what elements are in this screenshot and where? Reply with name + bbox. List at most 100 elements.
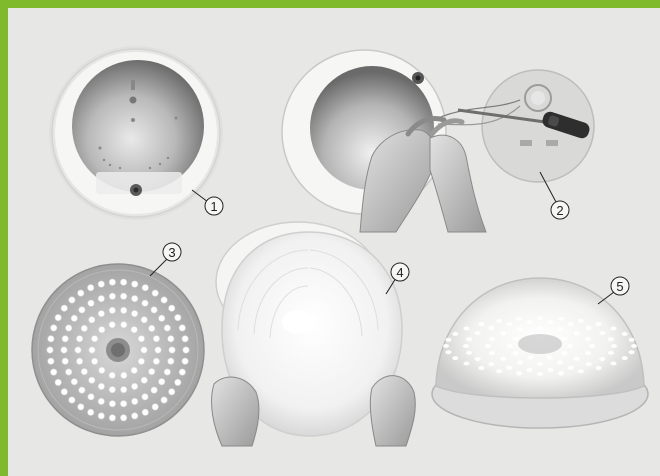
led-dot (75, 347, 81, 353)
lamp-led-dot (622, 332, 628, 336)
led-dot (152, 404, 158, 410)
lamp-led-dot (489, 362, 495, 366)
led-dot (161, 297, 167, 303)
lamp-led-dot (586, 362, 592, 366)
led-dot (48, 358, 54, 364)
led-dot (98, 295, 104, 301)
lamp-led-dot (475, 331, 481, 335)
led-dot (89, 347, 95, 353)
led-dot (79, 387, 85, 393)
lamp-led-dot (599, 357, 605, 361)
led-dot (61, 347, 67, 353)
led-dot (91, 358, 97, 364)
step-2-wiring (282, 50, 594, 232)
lamp-led-dot (622, 356, 628, 360)
led-dot (169, 305, 175, 311)
lamp-led-dot (599, 331, 605, 335)
lamp-led-dot (475, 357, 481, 361)
led-dot (159, 315, 165, 321)
lamp-led-dot (478, 322, 484, 326)
lamp-led-dot (568, 322, 574, 326)
led-dot (121, 386, 127, 392)
lamp-led-dot (513, 337, 519, 341)
lamp-led-dot (464, 362, 470, 366)
lamp-led-dot (589, 344, 595, 348)
led-dot (131, 383, 137, 389)
led-dot (61, 305, 67, 311)
lamp-led-dot (586, 326, 592, 330)
lamp-led-dot (517, 361, 523, 365)
callout-3: 3 (150, 243, 181, 276)
lamp-led-dot (578, 319, 584, 323)
led-dot (131, 327, 137, 333)
led-dot (152, 290, 158, 296)
led-dot (98, 398, 104, 404)
led-dot (89, 377, 95, 383)
lamp-led-dot (585, 337, 591, 341)
lamp-led-dot (517, 327, 523, 331)
led-dot (153, 336, 159, 342)
lamp-led-dot (489, 337, 495, 341)
led-dot (109, 322, 115, 328)
led-dot (88, 300, 94, 306)
lamp-led-dot (485, 344, 491, 348)
led-dot (69, 297, 75, 303)
led-dot (51, 325, 57, 331)
led-dot (155, 347, 161, 353)
led-dot (175, 314, 181, 320)
led-dot (78, 290, 84, 296)
callout-5: 5 (598, 277, 629, 304)
lamp-led-dot (496, 319, 502, 323)
led-dot (149, 368, 155, 374)
lamp-led-dot (513, 351, 519, 355)
led-dot (121, 372, 127, 378)
led-dot (138, 358, 144, 364)
lamp-led-dot (445, 350, 451, 354)
led-dot (179, 369, 185, 375)
callout-4-number: 4 (396, 265, 403, 280)
led-dot (182, 358, 188, 364)
led-dot (179, 325, 185, 331)
led-dot (109, 307, 115, 313)
led-dot (109, 401, 115, 407)
callout-1: 1 (192, 190, 223, 215)
led-dot (132, 413, 138, 419)
led-dot (91, 336, 97, 342)
lamp-led-dot (567, 344, 573, 348)
lamp-led-dot (611, 344, 617, 348)
led-dot (79, 307, 85, 313)
led-dot (141, 377, 147, 383)
led-dot (151, 387, 157, 393)
led-dot (151, 307, 157, 313)
led-dot (99, 327, 105, 333)
led-dot (55, 379, 61, 385)
led-dot (142, 394, 148, 400)
led-dot (141, 317, 147, 323)
illustration-panel: 1 2 3 4 5 (8, 8, 660, 476)
lamp-led-dot (443, 344, 449, 348)
led-dot (51, 369, 57, 375)
lamp-led-dot (507, 344, 513, 348)
led-dot (66, 325, 72, 331)
led-dot (98, 413, 104, 419)
lamp-led-dot (537, 326, 543, 330)
lamp-led-dot (506, 366, 512, 370)
lamp-led-dot (629, 338, 635, 342)
led-dot (153, 358, 159, 364)
led-dot (109, 279, 115, 285)
lamp-led-dot (528, 355, 534, 359)
led-dot (88, 394, 94, 400)
lamp-led-dot (611, 327, 617, 331)
lamp-led-dot (558, 371, 564, 375)
led-dot (61, 389, 67, 395)
led-dot (164, 369, 170, 375)
led-dot (149, 325, 155, 331)
lamp-led-dot (561, 337, 567, 341)
lamp-led-dot (466, 337, 472, 341)
lamp-led-dot (537, 362, 543, 366)
led-dot (168, 358, 174, 364)
led-dot (47, 347, 53, 353)
led-dot (169, 389, 175, 395)
led-dot (55, 314, 61, 320)
